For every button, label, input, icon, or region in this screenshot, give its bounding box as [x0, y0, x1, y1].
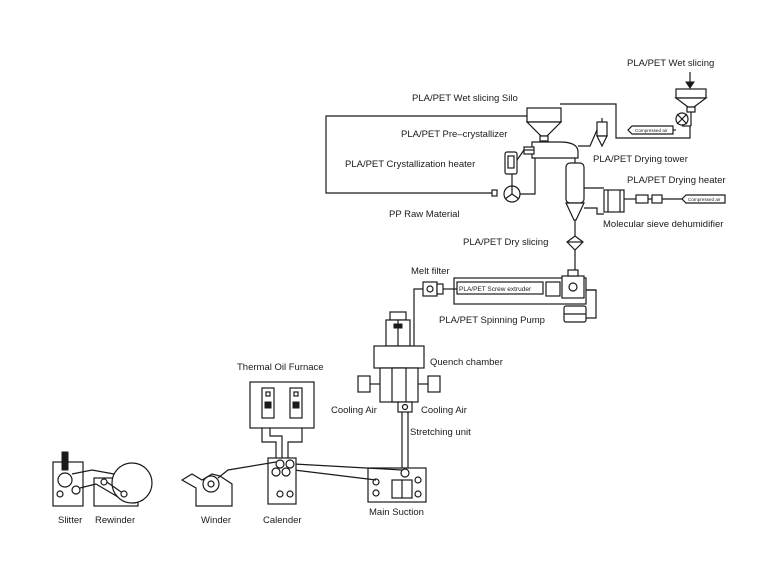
label-melt-filter: Melt filter — [411, 266, 450, 277]
drying-heater — [635, 194, 682, 204]
label-compressed-air-right: Compressed air — [688, 197, 721, 202]
label-spinning-pump: PLA/PET Spinning Pump — [439, 315, 545, 326]
label-calender: Calender — [263, 515, 302, 526]
blower-pipe — [520, 158, 536, 195]
compressed-air-inlet-right — [681, 194, 726, 204]
pre-crystallizer — [523, 141, 579, 159]
quench-chamber — [357, 345, 441, 403]
slitter — [52, 451, 115, 507]
compressed-air-inlet-top — [627, 125, 676, 135]
drying-tower — [565, 158, 585, 236]
screw-extruder — [453, 269, 596, 305]
label-quench-chamber: Quench chamber — [430, 357, 503, 368]
label-drying-tower: PLA/PET Drying tower — [593, 154, 688, 165]
wet-slicing-hopper — [674, 72, 708, 127]
cyclone-separator — [578, 118, 608, 148]
label-crystallization-heater: PLA/PET Crystallization heater — [345, 159, 475, 170]
label-stretching-unit: Stretching unit — [410, 427, 471, 438]
wet-slicing-silo — [525, 107, 563, 142]
stretching-unit — [397, 401, 413, 470]
label-pp-raw-material: PP Raw Material — [389, 209, 460, 220]
molecular-sieve-dehumidifier — [584, 187, 636, 215]
label-cooling-air-left: Cooling Air — [331, 405, 377, 416]
label-slitter: Slitter — [58, 515, 82, 526]
label-winder: Winder — [201, 515, 231, 526]
web-line — [293, 463, 403, 471]
winder — [180, 461, 277, 507]
spinning-pump — [563, 289, 597, 323]
melt-filter — [413, 281, 457, 346]
label-cooling-air-right: Cooling Air — [421, 405, 467, 416]
web-line-lower — [293, 469, 377, 481]
label-main-suction: Main Suction — [369, 507, 424, 518]
dry-slicing-valve — [566, 235, 584, 275]
label-thermal-oil-furnace: Thermal Oil Furnace — [237, 362, 324, 373]
label-molecular-sieve: Molecular sieve dehumidifier — [603, 219, 723, 230]
main-suction — [367, 467, 427, 503]
rewinder — [93, 462, 153, 507]
label-drying-heater: PLA/PET Drying heater — [627, 175, 726, 186]
label-compressed-air-top: Compressed air — [635, 128, 668, 133]
wet-slicing-feed-pipe — [560, 103, 691, 139]
spin-beam — [385, 311, 411, 347]
label-wet-slicing: PLA/PET Wet slicing — [627, 58, 714, 69]
pp-blower — [503, 185, 521, 203]
pp-recycle-loop-pipe — [325, 115, 527, 194]
label-dry-slicing: PLA/PET Dry slicing — [463, 237, 548, 248]
label-rewinder: Rewinder — [95, 515, 135, 526]
thermal-oil-furnace — [249, 381, 315, 460]
label-screw-extruder: PLA/PET Screw extruder — [459, 286, 532, 293]
label-wet-slicing-silo: PLA/PET Wet slicing Silo — [412, 93, 518, 104]
label-pre-crystallizer: PLA/PET Pre–crystallizer — [401, 129, 507, 140]
calender — [267, 457, 297, 505]
crystallization-heater — [504, 149, 525, 186]
